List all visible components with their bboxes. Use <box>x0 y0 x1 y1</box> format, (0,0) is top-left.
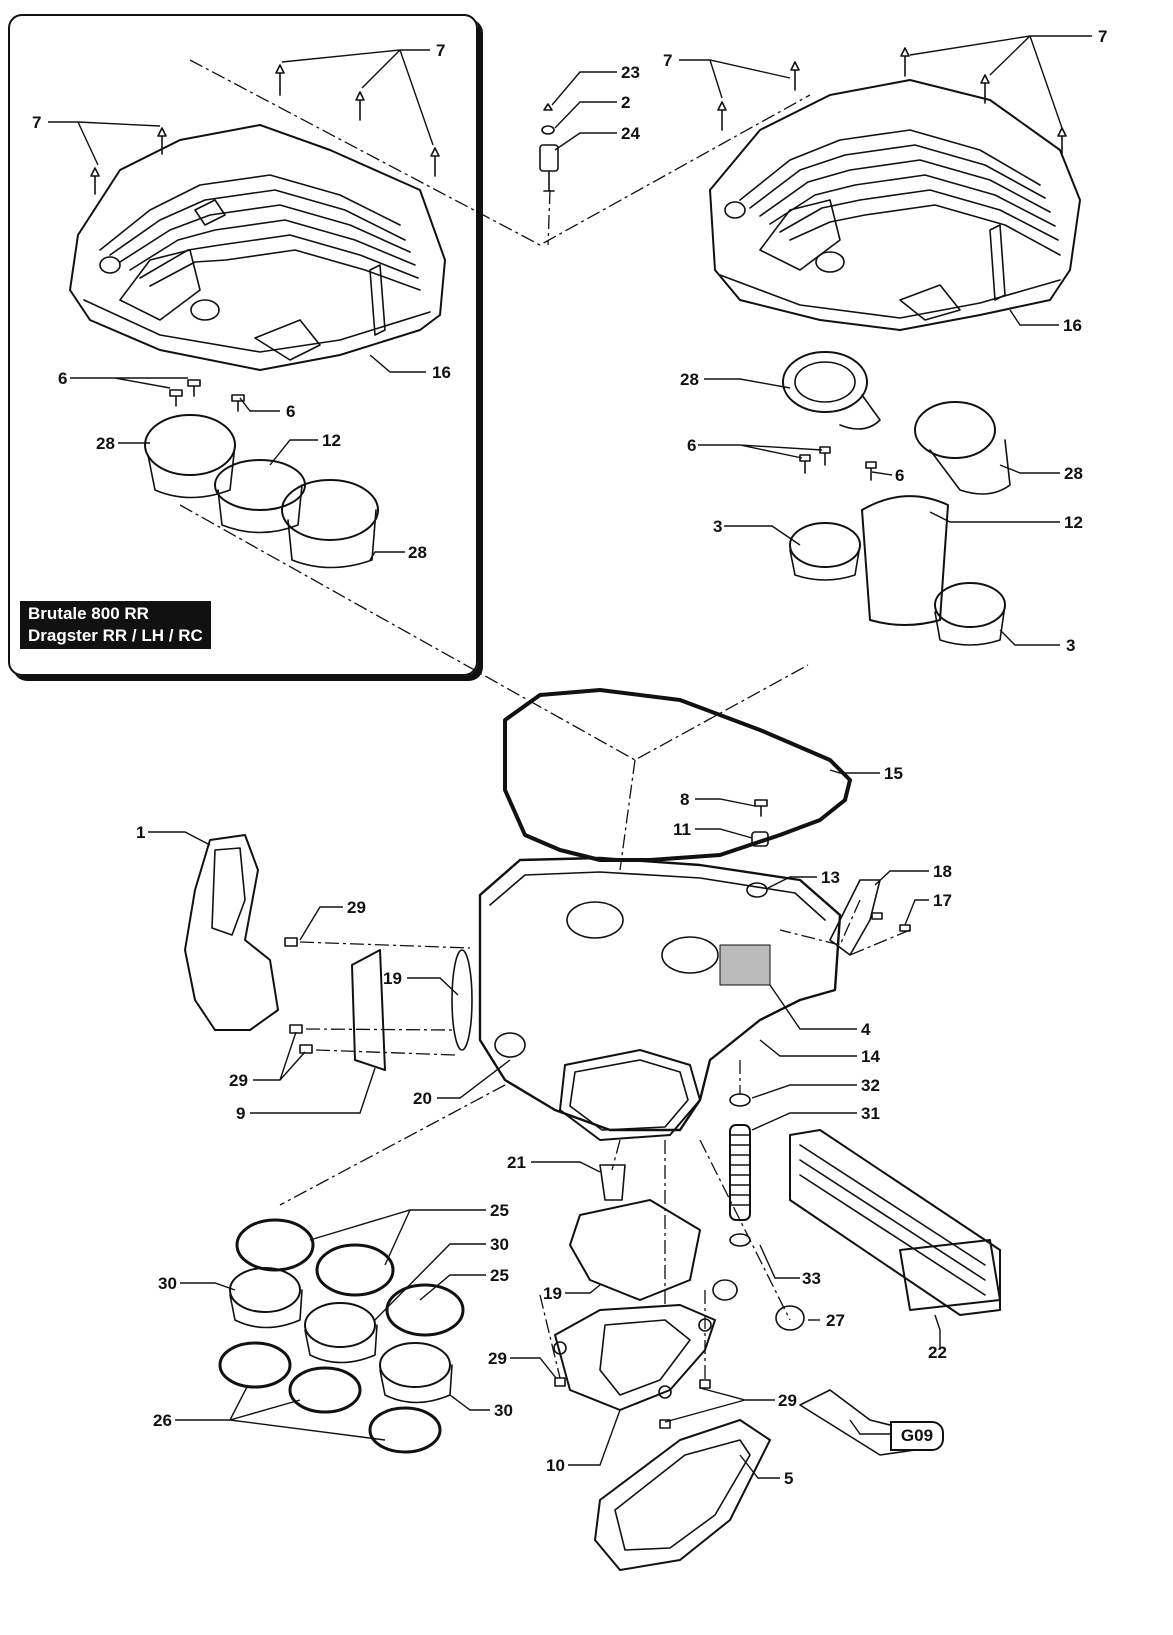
leader-lines <box>48 35 1092 1479</box>
air-duct-1 <box>184 834 279 1031</box>
variant-inset-frame <box>8 14 478 676</box>
callout-label: 7 <box>436 41 445 60</box>
callout-label: 18 <box>933 862 952 881</box>
main-airbox-cover <box>709 79 1081 331</box>
callout-label: 29 <box>778 1391 797 1410</box>
callout-label: 6 <box>286 402 295 421</box>
callout-label: 29 <box>347 898 366 917</box>
seals-25-26-and-flanges-30 <box>218 1218 465 1454</box>
assembly-lines <box>179 59 911 1380</box>
callout-label: 4 <box>861 1020 871 1039</box>
variant-label-line-1: Brutale 800 RR <box>28 604 149 623</box>
callout-label: 17 <box>933 891 952 910</box>
callout-label: 25 <box>490 1266 509 1285</box>
flange-9 <box>351 949 473 1071</box>
callout-label: 2 <box>621 93 630 112</box>
screws-29-lower <box>554 1377 711 1429</box>
callout-label: 7 <box>32 113 41 132</box>
callout-label: 15 <box>884 764 903 783</box>
callout-label: 1 <box>136 823 145 842</box>
screws-29-left <box>284 937 313 1054</box>
callout-label: 19 <box>383 969 402 988</box>
callout-label: 11 <box>673 820 691 839</box>
cover-plate-10 <box>553 1304 716 1411</box>
callout-label: 28 <box>96 434 115 453</box>
callout-label: 26 <box>153 1411 172 1430</box>
right-intake-parts <box>782 351 1011 646</box>
callout-label: 10 <box>546 1456 565 1475</box>
callout-label: 12 <box>1064 513 1083 532</box>
variant-label-box: Brutale 800 RR Dragster RR / LH / RC <box>20 601 211 649</box>
variant-label-line-2: Dragster RR / LH / RC <box>28 626 203 645</box>
callout-label: 22 <box>928 1343 947 1362</box>
callout-label: 5 <box>784 1469 793 1488</box>
callout-label: 33 <box>802 1269 821 1288</box>
callout-label: 23 <box>621 63 640 82</box>
grommets-27 <box>712 1279 916 1456</box>
airbox-body <box>478 856 842 1141</box>
callout-label: 28 <box>680 370 699 389</box>
callout-label: 6 <box>58 369 67 388</box>
callout-label: 16 <box>1063 316 1082 335</box>
small-hardware <box>729 799 911 1107</box>
callout-label: 6 <box>687 436 696 455</box>
callout-label: 7 <box>663 51 672 70</box>
main-cover-screws <box>717 47 1067 157</box>
callout-label: 16 <box>432 363 451 382</box>
callout-label: 29 <box>488 1349 507 1368</box>
hose-31 <box>729 1124 751 1247</box>
callout-label: 6 <box>895 466 904 485</box>
callout-label: 30 <box>490 1235 509 1254</box>
callout-label: 14 <box>861 1047 880 1066</box>
callout-label: 28 <box>408 543 427 562</box>
callout-label: 9 <box>236 1104 245 1123</box>
inset-airbox-cover <box>69 124 446 371</box>
callout-label: 28 <box>1064 464 1083 483</box>
callout-label: 12 <box>322 431 341 450</box>
duct-cover-5 <box>594 1419 771 1571</box>
air-filter-22 <box>789 1129 1001 1316</box>
callout-label: 8 <box>680 790 689 809</box>
callout-label: 19 <box>543 1284 562 1303</box>
reference-tag-g09[interactable]: G09 <box>890 1421 944 1451</box>
callout-label: 30 <box>158 1274 177 1293</box>
gasket-19-lower <box>569 1199 701 1301</box>
callout-label: 3 <box>713 517 722 536</box>
callout-label: 21 <box>507 1153 526 1172</box>
callout-label: 20 <box>413 1089 432 1108</box>
inset-intake-rings <box>144 414 379 569</box>
temperature-sensor <box>539 103 559 192</box>
callout-label: 31 <box>861 1104 880 1123</box>
drain-plug-21 <box>599 1164 626 1201</box>
callout-label: 7 <box>1098 27 1107 46</box>
callout-label: 3 <box>1066 636 1075 655</box>
inset-screws <box>90 64 440 412</box>
callout-label: 27 <box>826 1311 845 1330</box>
callout-label: 25 <box>490 1201 509 1220</box>
callout-label: 13 <box>821 868 840 887</box>
callout-label: 30 <box>494 1401 513 1420</box>
callout-label: 24 <box>621 124 640 143</box>
callout-label: 32 <box>861 1076 880 1095</box>
callout-label: 29 <box>229 1071 248 1090</box>
gasket-15 <box>503 688 852 862</box>
